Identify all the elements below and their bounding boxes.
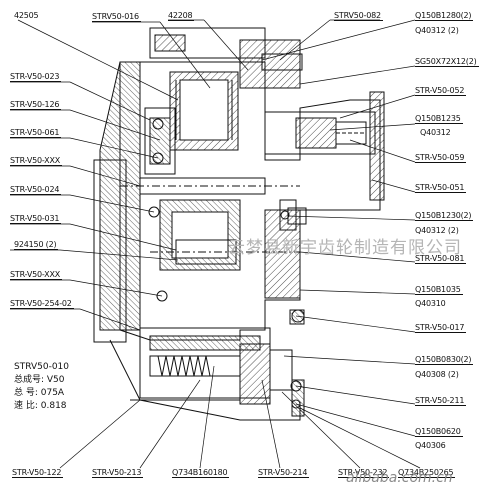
left-label: STR-V50-024 [10,185,62,195]
left-label: STR-V50-XXX [10,156,62,166]
right-label: Q40312 [420,128,451,137]
right-label: Q150B1035 [415,285,463,295]
left-label: STR-V50-126 [10,100,62,110]
site-watermark: alibaba.com.cn [346,470,453,486]
right-label: Q40310 [415,299,446,308]
left-label: STR-V50-254-02 [10,299,74,309]
bolt-right-2 [290,380,302,392]
right-label: STR-V50-017 [415,323,467,333]
right-label: Q40306 [415,441,446,450]
right-plug [291,379,305,417]
right-label: STR-V50-052 [415,86,467,96]
top-right-flange [239,39,301,89]
label-strv50-016: STRV50-016 [92,12,141,22]
bottom-label: STR-V50-214 [258,468,310,478]
bottom-label: Q734B250265 [398,468,456,478]
right-label: SG50X72X12(2) [415,57,479,67]
right-lower-housing [264,209,301,299]
label-42505: 42505 [14,11,39,20]
left-casing [93,159,127,343]
left-label: STR-V50-031 [10,214,62,224]
label-strv50-082: STRV50-082 [334,11,383,21]
left-label: STR-V50-XXX [10,270,62,280]
spec-ratio: 速 比: 0.818 [14,401,67,411]
pin-lower [156,290,168,302]
bearing-left [144,107,176,175]
pin-upper [148,206,160,218]
valve-plug [269,349,293,391]
valve-spring [157,355,211,377]
right-end-plate [369,91,385,201]
company-watermark: 云梦县新宇齿轮制造有限公司 [228,238,462,258]
left-housing-wall [99,61,141,331]
bottom-label: STR-V50-213 [92,468,144,478]
right-label: STR-V50-211 [415,396,467,406]
left-label: 924150 (2) [14,240,59,250]
spec-assembly: 总成号: V50 [14,375,65,385]
leader-lines [10,19,421,469]
bottom-label: STR-V50-232 [338,468,390,478]
right-label: Q150B1230(2) [415,211,474,221]
main-housing [119,61,381,341]
bottom-label: Q734B160180 [172,468,230,478]
right-label: Q40312 (2) [415,226,459,235]
right-label: STR-V50-059 [415,153,467,163]
bottom-housing [109,339,301,421]
left-label: STR-V50-023 [10,72,62,82]
right-label: Q150B0620 [415,427,463,437]
right-label: Q40308 (2) [415,370,459,379]
right-label: STR-V50-081 [415,254,467,264]
right-label: Q150B0830(2) [415,355,474,365]
bolt-right-3 [291,399,301,409]
valve-cap [239,343,271,405]
spec-model: STRV50-010 [14,362,70,372]
label-42208: 42208 [168,11,195,21]
bottom-label: STR-V50-122 [12,468,64,478]
large-gear-bore [179,79,229,141]
spec-block: STRV50-010 总成号: V50 总 号: 075A 速 比: 0.818 [14,360,69,412]
right-label: Q40312 (2) [415,26,459,35]
spec-total: 总 号: 075A [14,388,65,398]
right-label: Q150B1235 [415,114,463,124]
left-label: STR-V50-061 [10,128,62,138]
right-label: STR-V50-051 [415,183,467,193]
right-label: Q150B1280(2) [415,11,474,21]
